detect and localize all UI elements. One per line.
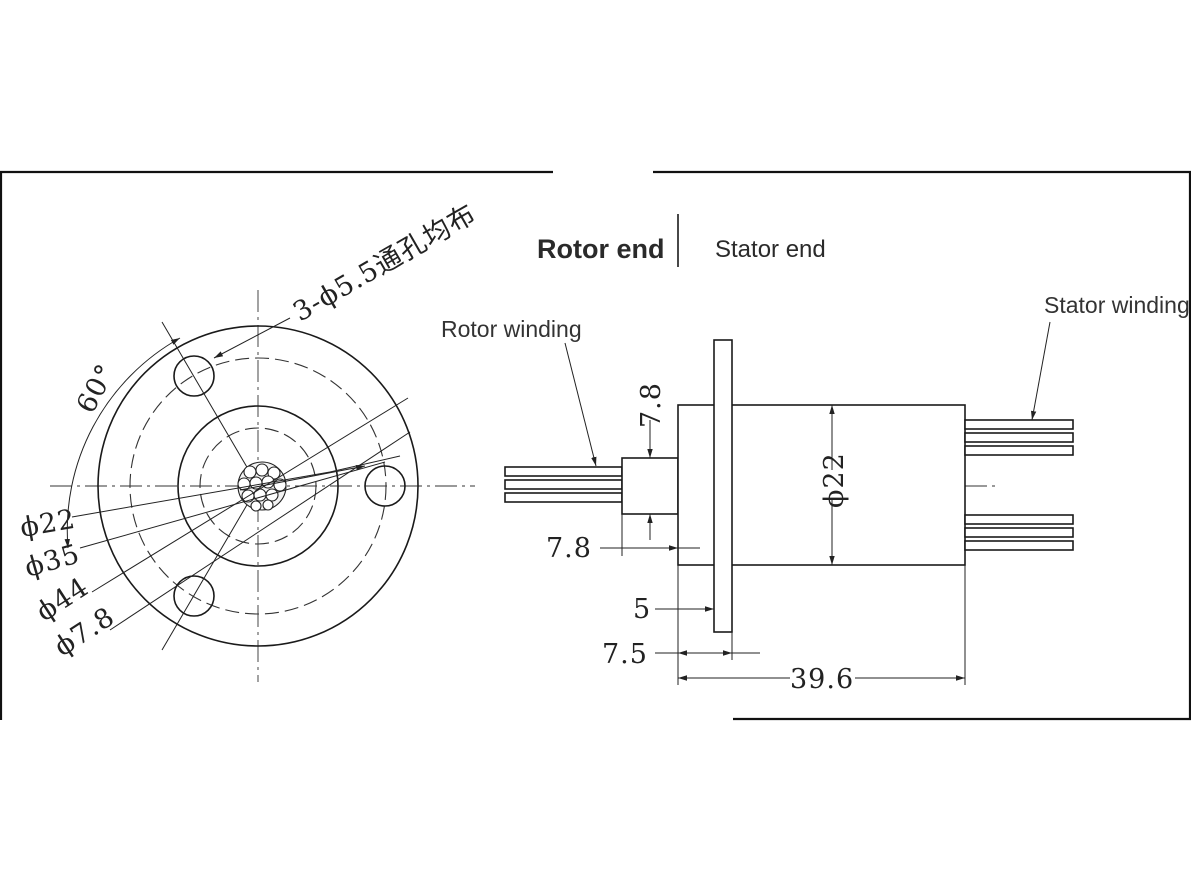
dim-body-diameter: ϕ22 <box>819 452 850 508</box>
rotor-end-heading: Rotor end <box>537 234 665 264</box>
rotor-winding-label: Rotor winding <box>441 316 582 342</box>
dim-flange-thickness: 5 <box>633 594 651 625</box>
stator-winding-label: Stator winding <box>1044 292 1190 318</box>
mounting-flange <box>713 339 733 633</box>
front-view <box>50 290 475 682</box>
rotor-wires <box>504 466 623 503</box>
hole-note: 3-ϕ5.5通孔均布 <box>288 198 482 328</box>
drawing-frame <box>0 170 1191 721</box>
stator-wires <box>964 419 1074 551</box>
rotor-shaft <box>621 457 679 515</box>
dim-total-length: 39.6 <box>790 664 854 695</box>
dim-flange-offset: 7.5 <box>602 639 648 670</box>
stator-end-heading: Stator end <box>715 236 826 263</box>
dim-shaft-length: 7.8 <box>546 533 592 564</box>
side-view <box>504 321 1074 685</box>
dim-shaft-height: 7.8 <box>636 382 667 428</box>
bolt-hole <box>364 465 406 507</box>
dim-phi22: ϕ22 <box>18 504 78 544</box>
bolt-hole <box>173 575 215 617</box>
angle-60: 60° <box>71 359 122 418</box>
